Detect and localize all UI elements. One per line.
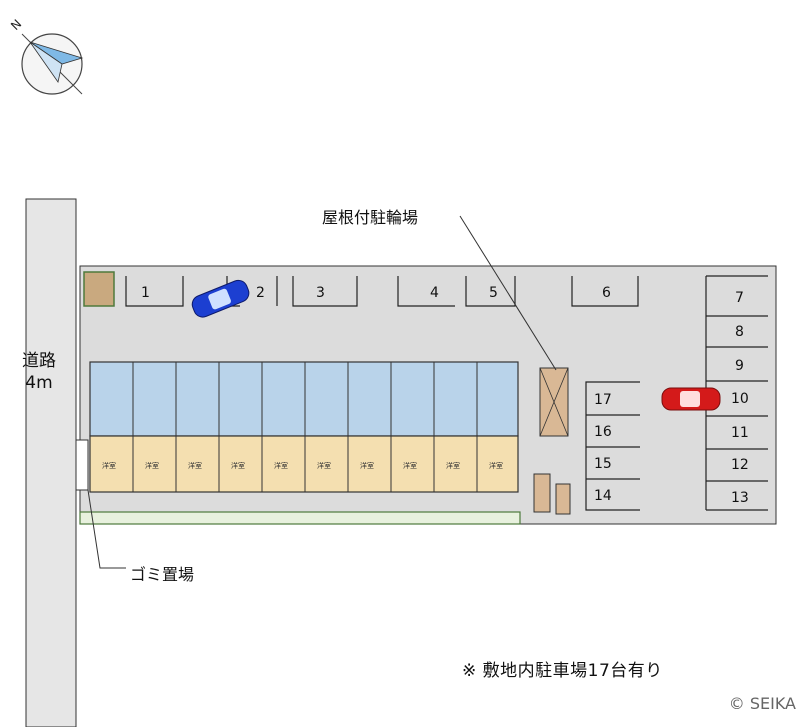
parking-number: 15 — [594, 456, 612, 472]
parking-number: 3 — [316, 285, 325, 301]
parking-number: 10 — [731, 391, 749, 407]
parking-number: 9 — [735, 358, 744, 374]
parking-number: 2 — [256, 285, 265, 301]
storage — [533, 473, 551, 513]
parking-number: 12 — [731, 457, 749, 473]
parking-number: 7 — [735, 290, 744, 306]
parking-number: 17 — [594, 392, 612, 408]
parking-number: 13 — [731, 490, 749, 506]
unit-room-label: 洋室 — [317, 461, 331, 470]
storage — [555, 483, 571, 515]
parking-number: 6 — [602, 285, 611, 301]
unit-room-label: 洋室 — [102, 461, 116, 470]
unit-room-label: 洋室 — [489, 461, 503, 470]
unit-dividers — [132, 362, 478, 492]
parking-number: 4 — [430, 285, 439, 301]
right-stall-lines — [706, 315, 768, 511]
bicycle-parking-label: 屋根付駐輪場 — [322, 208, 419, 227]
copyright-box — [702, 688, 800, 722]
blue-car-icon — [191, 279, 250, 318]
road-label: 道路 4m — [22, 351, 56, 393]
unit-room-label: 洋室 — [274, 461, 288, 470]
copyright: © SEIKA — [728, 694, 796, 713]
unit-room-label: 洋室 — [188, 461, 202, 470]
north-compass-icon: N — [8, 17, 84, 95]
garbage-area — [75, 439, 126, 569]
north-label: N — [8, 17, 24, 33]
center-stall-lines — [585, 381, 640, 511]
parking-number: 5 — [489, 285, 498, 301]
hedge — [79, 511, 521, 525]
apartment-building: 洋室 洋室 洋室 洋室 洋室 洋室 洋室 洋室 洋室 洋室 — [89, 361, 519, 493]
road — [25, 198, 77, 727]
parking-note: ※ 敷地内駐車場17台有り — [462, 661, 663, 681]
parking-number: 16 — [594, 424, 612, 440]
unit-room-label: 洋室 — [446, 461, 460, 470]
garbage-area-label: ゴミ置場 — [130, 565, 195, 584]
bicycle-parking — [459, 215, 569, 437]
unit-room-label: 洋室 — [145, 461, 159, 470]
parking-number: 11 — [731, 425, 749, 441]
unit-room-label: 洋室 — [403, 461, 417, 470]
unit-room-label: 洋室 — [360, 461, 374, 470]
planting-area — [83, 271, 115, 307]
parking-number: 1 — [141, 285, 150, 301]
parking-number: 14 — [594, 488, 612, 504]
parking-number: 8 — [735, 324, 744, 340]
unit-room-label: 洋室 — [231, 461, 245, 470]
red-car-icon — [661, 387, 721, 411]
